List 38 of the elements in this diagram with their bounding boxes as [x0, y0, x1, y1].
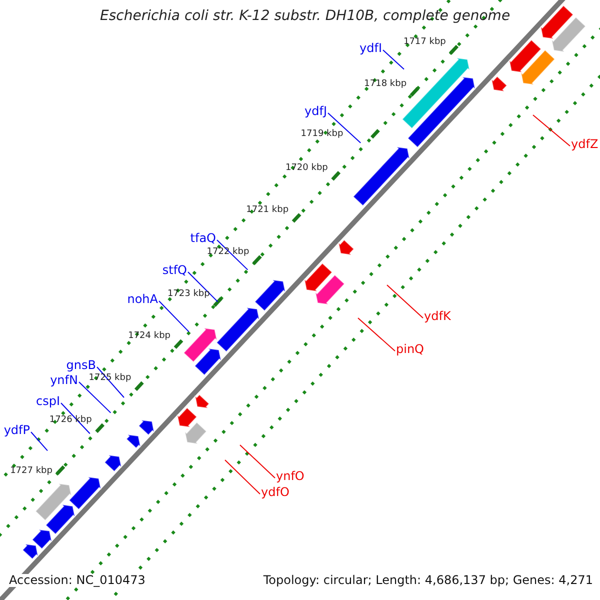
- gene-label: ynfO: [276, 470, 304, 484]
- leader-line: [216, 240, 248, 270]
- scale-label: 1720 kbp: [285, 164, 328, 174]
- scale-label: 1727 kbp: [10, 467, 52, 478]
- gene-label: ydfK: [424, 310, 451, 324]
- leader-line: [358, 318, 396, 352]
- gene-label: ydfJ: [304, 105, 327, 118]
- gene-label: cspI: [36, 395, 60, 408]
- scale-label: 1718 kbp: [364, 80, 407, 90]
- gene-label: tfaQ: [190, 232, 216, 246]
- leader-line: [532, 114, 570, 146]
- accession-text: Accession: NC_010473: [9, 574, 146, 588]
- gene-label: pinQ: [396, 343, 424, 356]
- leader-line: [30, 432, 48, 452]
- gene-label: ydfI: [360, 42, 382, 56]
- gene-label: stfQ: [162, 264, 187, 278]
- leader-line: [328, 112, 362, 144]
- leader-line: [382, 50, 404, 70]
- genome-info-text: Topology: circular; Length: 4,686,137 bp; Genes: 4,271: [263, 574, 593, 588]
- leader-line: [240, 444, 276, 478]
- scale-label: 1724 kbp: [128, 332, 170, 342]
- leader-line: [224, 460, 260, 494]
- gene-label: ydfP: [4, 424, 30, 438]
- scale-label: 1722 kbp: [206, 248, 250, 258]
- gene-label: ydfZ: [571, 138, 598, 152]
- gene-label: gnsB: [66, 359, 96, 372]
- scale-label: 1717 kbp: [403, 38, 446, 48]
- scale-label: 1721 kbp: [246, 206, 289, 216]
- gene-label: nohA: [127, 293, 158, 306]
- gene-label: ydfO: [261, 486, 290, 500]
- scale-label: 1723 kbp: [167, 290, 210, 300]
- leader-line: [386, 284, 424, 318]
- title: Escherichia coli str. K-12 substr. DH10B, complete genome: [100, 9, 510, 24]
- leader-line: [158, 300, 190, 332]
- gene-label: ynfN: [50, 374, 78, 388]
- scale-label: 1719 kbp: [300, 130, 344, 140]
- leader-line: [78, 382, 112, 414]
- leader-line: [188, 272, 218, 302]
